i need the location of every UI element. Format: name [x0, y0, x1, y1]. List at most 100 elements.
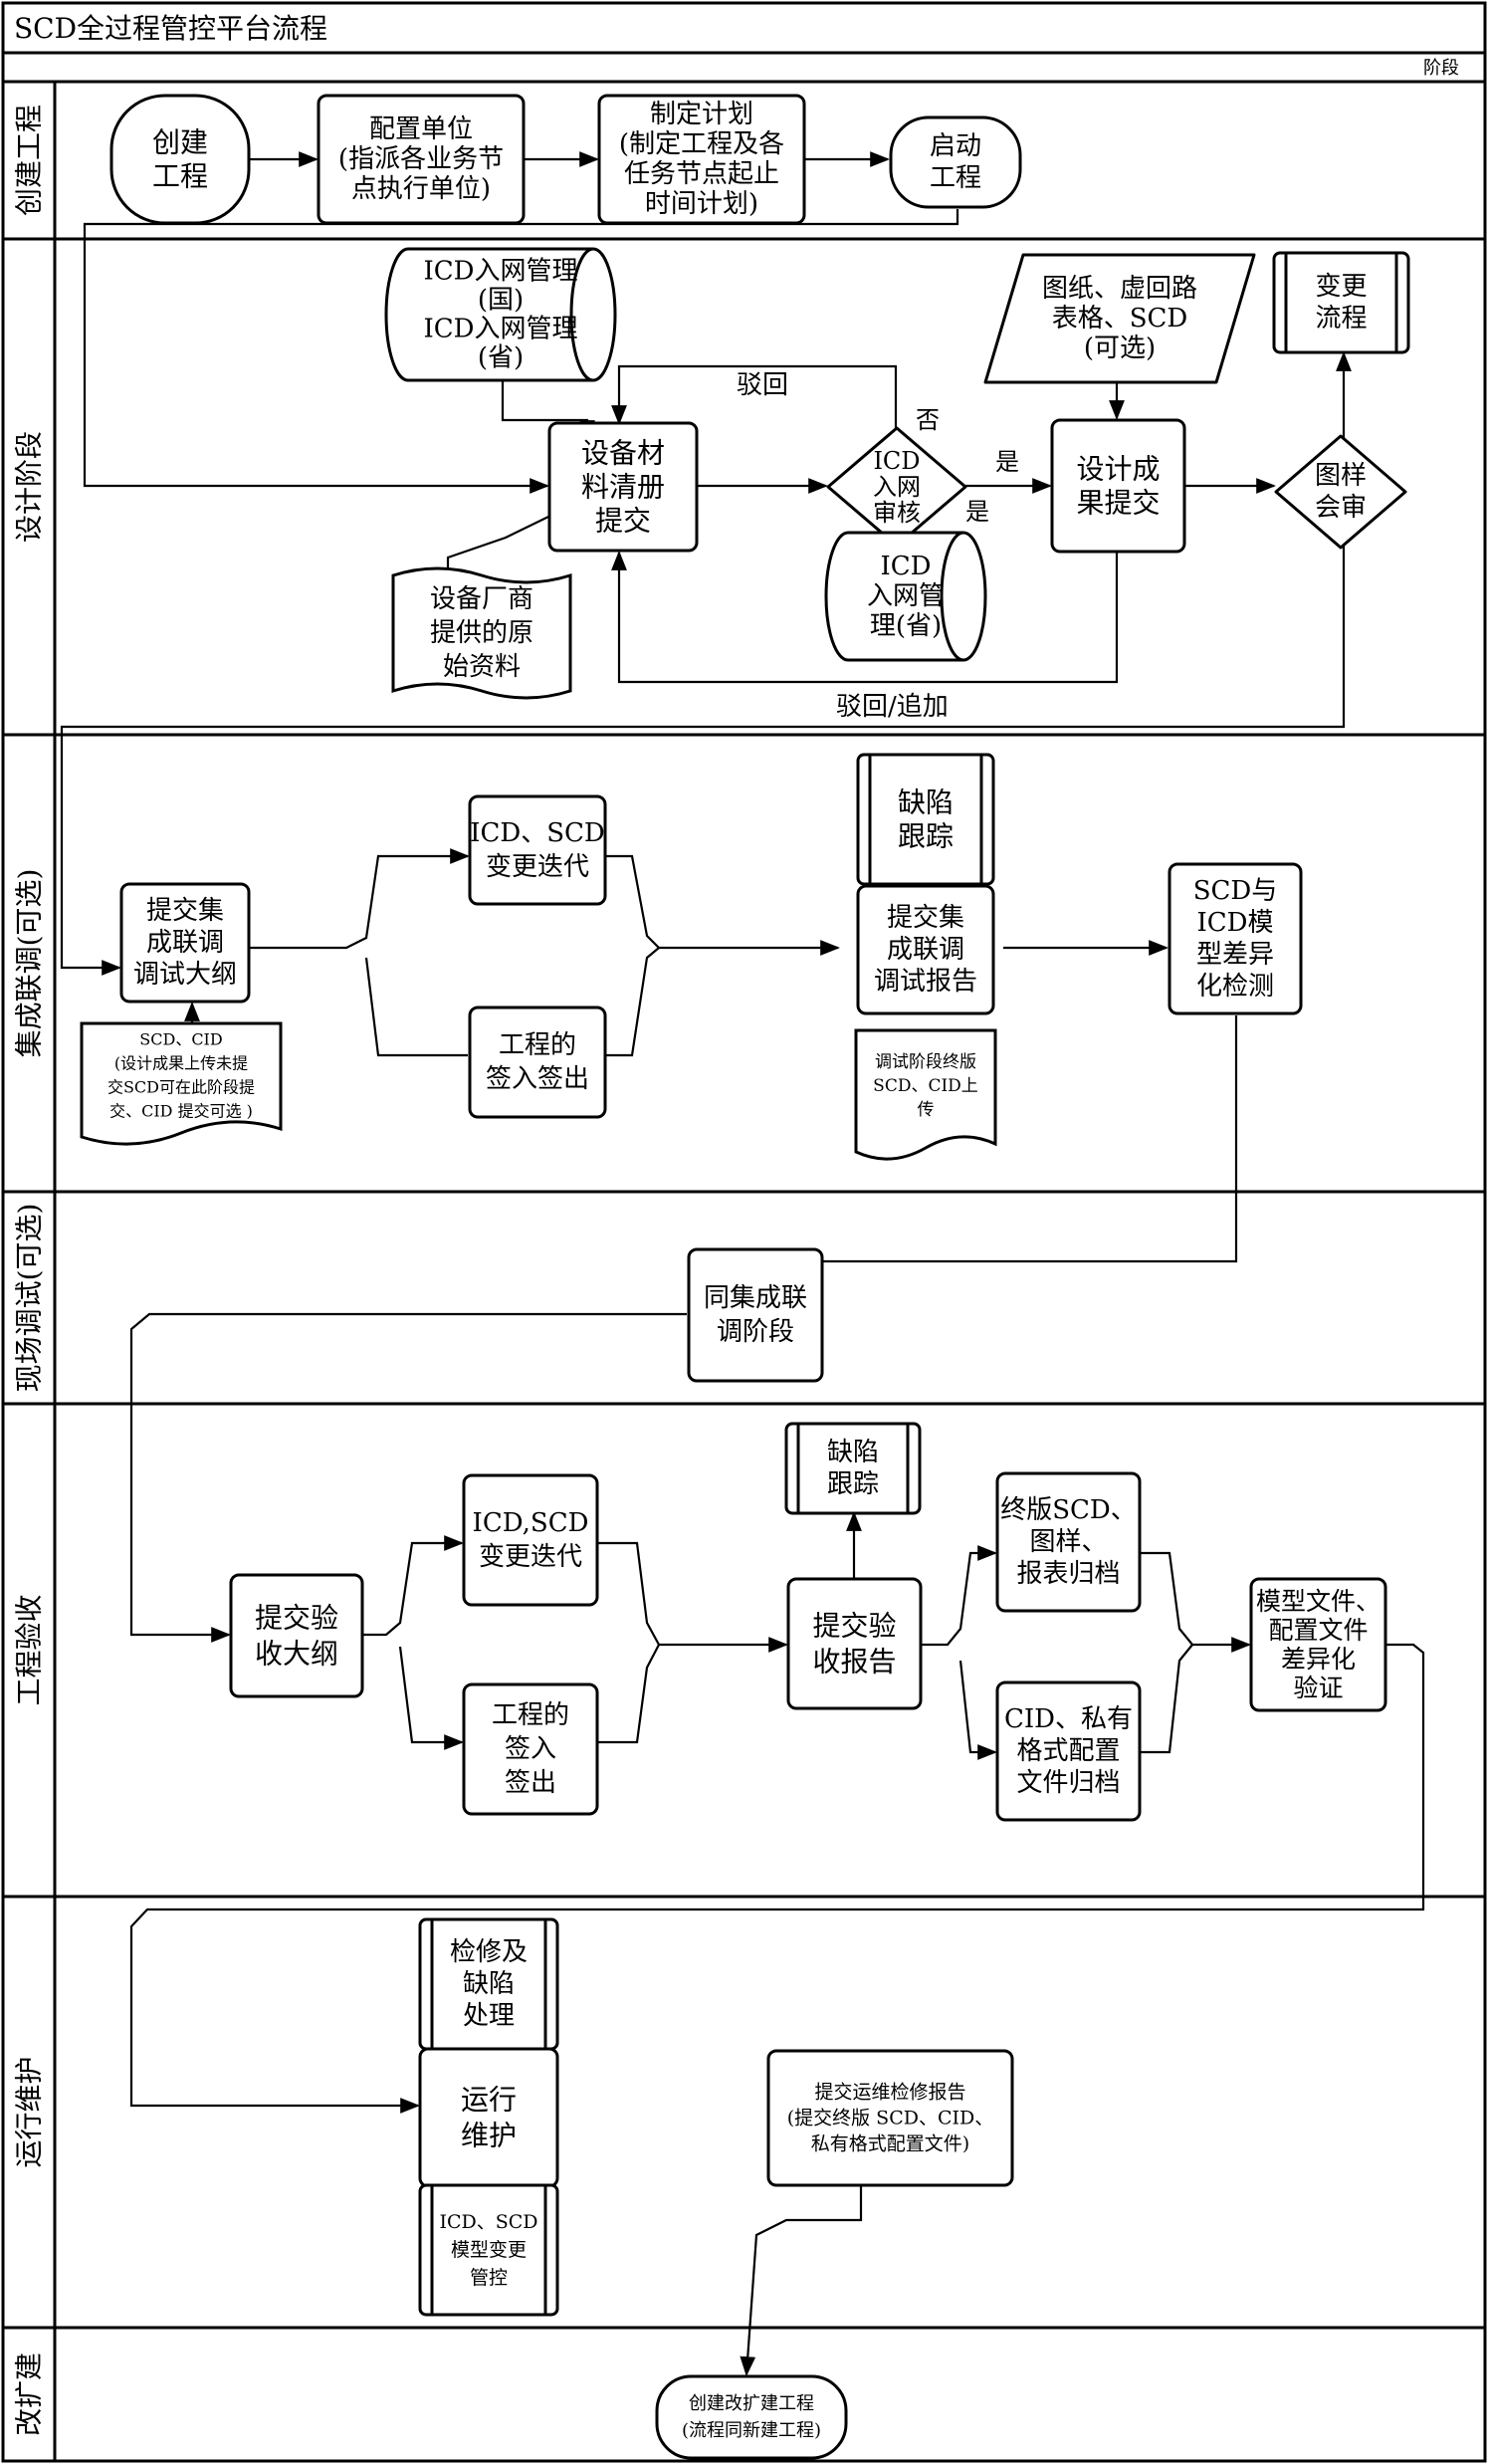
lane-create-label: 创建工程 [13, 105, 46, 216]
node-text-line: 缺陷 [463, 1969, 515, 1999]
process-box [1168, 862, 1303, 1015]
node-text-line: 检修及 [450, 1937, 528, 1967]
node-submit-ops-report: 提交运维检修报告(提交终版 SCD、CID、私有格式配置文件) [766, 2049, 1014, 2187]
lane-field-label: 现场调试(可选) [13, 1204, 46, 1393]
node-text-line: 收报告 [812, 1646, 896, 1679]
node-text-line: 化检测 [1196, 972, 1274, 1002]
node-text-line: 配置文件 [1268, 1616, 1368, 1645]
node-text-line: 会审 [1315, 493, 1367, 523]
node-text-line: 提供的原 [430, 618, 533, 648]
node-text-line: 同集成联 [704, 1283, 807, 1313]
terminal-shape [655, 2374, 848, 2460]
node-text-line: 图样 [1315, 461, 1367, 491]
node-text-line: 跟踪 [827, 1469, 879, 1499]
node-text-line: ICD,SCD [473, 1508, 589, 1538]
node-text-line: 图纸、虚回路 [1042, 274, 1197, 304]
node-text-line: 处理 [463, 2001, 515, 2031]
node-text-line: 点执行单位) [351, 174, 491, 204]
node-text-line: 提交集 [887, 903, 964, 933]
node-text-line: 启动 [930, 131, 981, 161]
node-text-line: 制定计划 [650, 100, 753, 129]
node-text-line: 图样、 [1029, 1527, 1107, 1557]
node-text-line: (设计成果上传未提 [114, 1054, 248, 1073]
node-text-line: 成联调 [887, 935, 964, 965]
node-create-expansion: 创建改扩建工程 (流程同新建工程) [655, 2374, 848, 2460]
node-icd-scd-iter-2: ICD,SCD 变更迭代 [462, 1473, 599, 1607]
node-text-line: 缺陷 [898, 786, 954, 819]
node-text-line: 理(省) [870, 611, 942, 641]
node-text-line: 格式配置 [1016, 1736, 1120, 1766]
node-text-line: 创建改扩建工程 [689, 2393, 814, 2414]
node-text-line: ICD [873, 447, 920, 475]
process-box [856, 884, 995, 1015]
process-box [462, 1473, 599, 1607]
node-text-line: 维护 [461, 2120, 517, 2152]
node-text-line: 运行 [461, 2084, 517, 2117]
node-text-line: 验证 [1293, 1674, 1343, 1702]
node-text-line: 工程的 [499, 1030, 576, 1060]
node-text-line: 变更迭代 [479, 1542, 582, 1572]
node-icd-network-db: ICD入网管理(国)ICD入网管理(省) [384, 247, 617, 382]
node-text-line: SCD、CID [139, 1030, 222, 1049]
process-box [119, 882, 251, 1004]
process-box [468, 1006, 607, 1119]
node-text-line: 入网 [873, 473, 921, 501]
node-text-line: ICD、SCD [470, 818, 605, 848]
process-box [995, 1680, 1142, 1822]
process-box [597, 94, 806, 225]
node-text-line: ICD入网管理 [423, 315, 577, 344]
node-text-line: 流程 [1315, 304, 1367, 334]
node-text-line: ICD入网管理 [423, 257, 577, 287]
node-text-line: 交、CID 提交可选 ) [109, 1102, 253, 1121]
node-text-line: 私有格式配置文件) [811, 2133, 969, 2155]
predefined-process [418, 2183, 559, 2317]
node-text-line: 型差异 [1196, 940, 1274, 970]
node-text-line: 文件归档 [1016, 1768, 1120, 1798]
predefined-process [1272, 251, 1410, 354]
label-yes-1: 是 [995, 448, 1019, 476]
node-final-archive: 终版SCD、图样、报表归档 [995, 1471, 1142, 1613]
node-text-line: 收大纲 [255, 1638, 338, 1671]
node-text-line: SCD、CID上 [873, 1076, 978, 1096]
nodes: 创建工程配置单位(指派各业务节点执行单位)制定计划(制定工程及各任务节点起止时间… [80, 94, 1410, 2460]
node-text-line: (流程同新建工程) [682, 2420, 821, 2441]
node-text-line: 提交集 [146, 896, 224, 926]
node-icd-scd-iter-1: ICD、SCD 变更迭代 [468, 794, 607, 906]
node-text-line: 调试阶段终版 [875, 1052, 976, 1072]
node-text-line: 调试报告 [874, 967, 977, 997]
node-text-line: (提交终版 SCD、CID、 [787, 2108, 994, 2129]
node-text-line: (可选) [1084, 334, 1156, 363]
node-text-line: 设备材 [581, 437, 665, 470]
node-text-line: 料清册 [581, 471, 665, 504]
node-text-line: 变更迭代 [486, 852, 589, 882]
node-text-line: 工程 [152, 160, 208, 193]
terminal-shape [109, 94, 251, 225]
node-text-line: (指派各业务节 [338, 144, 504, 174]
node-icd-province-db: ICD入网管理(省) [824, 531, 987, 662]
node-text-line: 调试大纲 [133, 960, 237, 990]
punched-tape-shape [391, 566, 572, 700]
connectors [60, 151, 1425, 2376]
node-text-line: 交SCD可在此阶段提 [107, 1078, 255, 1097]
node-text-line: 提交验 [255, 1602, 338, 1635]
process-box [1249, 1577, 1387, 1712]
lane-separators [3, 237, 1485, 2330]
node-text-line: 审核 [873, 499, 921, 527]
terminal-shape [889, 115, 1022, 209]
label-reject: 驳回 [737, 370, 788, 400]
decision-diamond [1274, 434, 1407, 550]
